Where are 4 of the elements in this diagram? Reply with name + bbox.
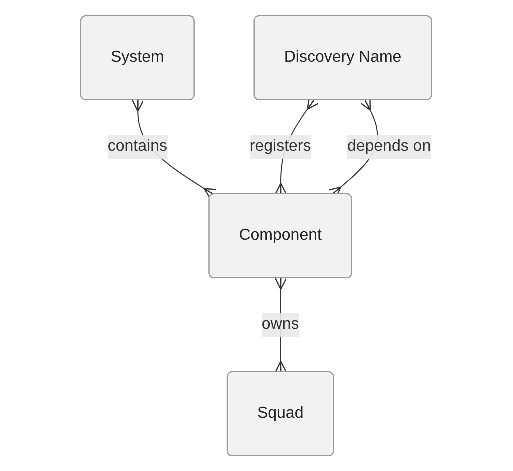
edge-label: owns: [262, 316, 300, 332]
edge-label: depends on: [348, 138, 432, 154]
edge-label: registers: [250, 138, 312, 154]
edge-label: contains: [108, 138, 168, 154]
